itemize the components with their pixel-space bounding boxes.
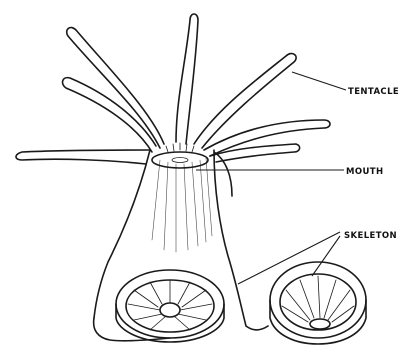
tentacles [16, 14, 330, 196]
label-skeleton: SKELETON [344, 231, 397, 241]
label-tentacle: TENTACLE [348, 87, 399, 97]
label-mouth: MOUTH [346, 167, 384, 177]
skeleton-left [116, 270, 224, 342]
polyp-body [94, 150, 268, 341]
mouth [152, 143, 208, 168]
skeleton-right [270, 262, 366, 344]
leader-lines [196, 72, 346, 284]
